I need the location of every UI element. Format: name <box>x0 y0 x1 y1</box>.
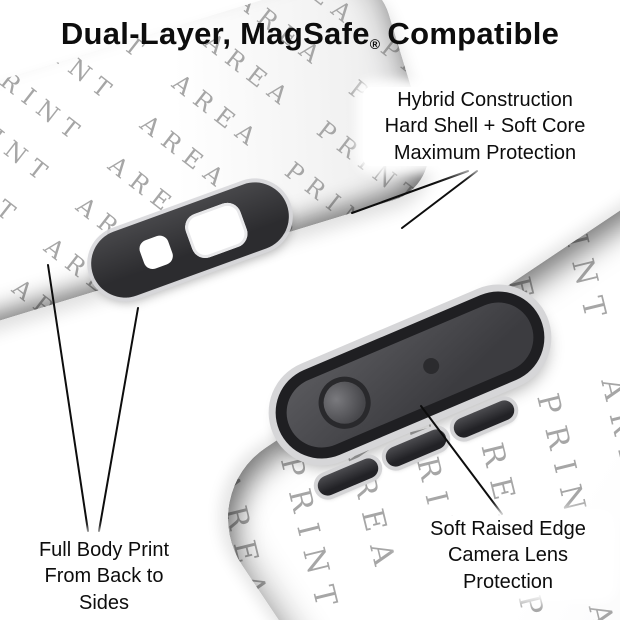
callout-text-line: Soft Raised Edge <box>430 518 586 540</box>
camera-hole-small <box>136 233 176 272</box>
callout-text-line: Hybrid Construction <box>397 89 573 111</box>
callout-text-line: Hard Shell + Soft Core <box>384 115 586 138</box>
headline: Dual-Layer, MagSafe® Compatible <box>0 16 620 52</box>
callout-text-line: Sides <box>78 591 130 614</box>
headline-dual-layer: Dual-Layer, <box>60 16 232 51</box>
callout-text-line: Protection <box>462 570 554 593</box>
callout-text-line: From Back to <box>44 565 164 588</box>
callout-text-line: Maximum Protection <box>393 141 577 164</box>
callout-full-body-print: Full Body Print From Back to Sides <box>16 537 192 617</box>
leader-line-fullbody-b <box>98 307 139 532</box>
callout-text-line: Camera Lens <box>447 544 569 567</box>
camera-hole-large <box>181 198 252 262</box>
callout-hybrid-construction: Hybrid Construction Hard Shell + Soft Co… <box>363 87 607 167</box>
headline-magsafe: MagSafe <box>240 16 370 51</box>
callout-text-line: Full Body Print <box>38 539 170 561</box>
leader-line-fullbody-a <box>47 264 89 532</box>
camera-lens <box>310 368 379 437</box>
headline-compatible: Compatible <box>387 16 560 51</box>
camera-flash-dot <box>420 355 442 377</box>
callout-camera-protection: Soft Raised Edge Camera Lens Protection <box>406 516 610 596</box>
registered-trademark-symbol: ® <box>369 36 381 52</box>
